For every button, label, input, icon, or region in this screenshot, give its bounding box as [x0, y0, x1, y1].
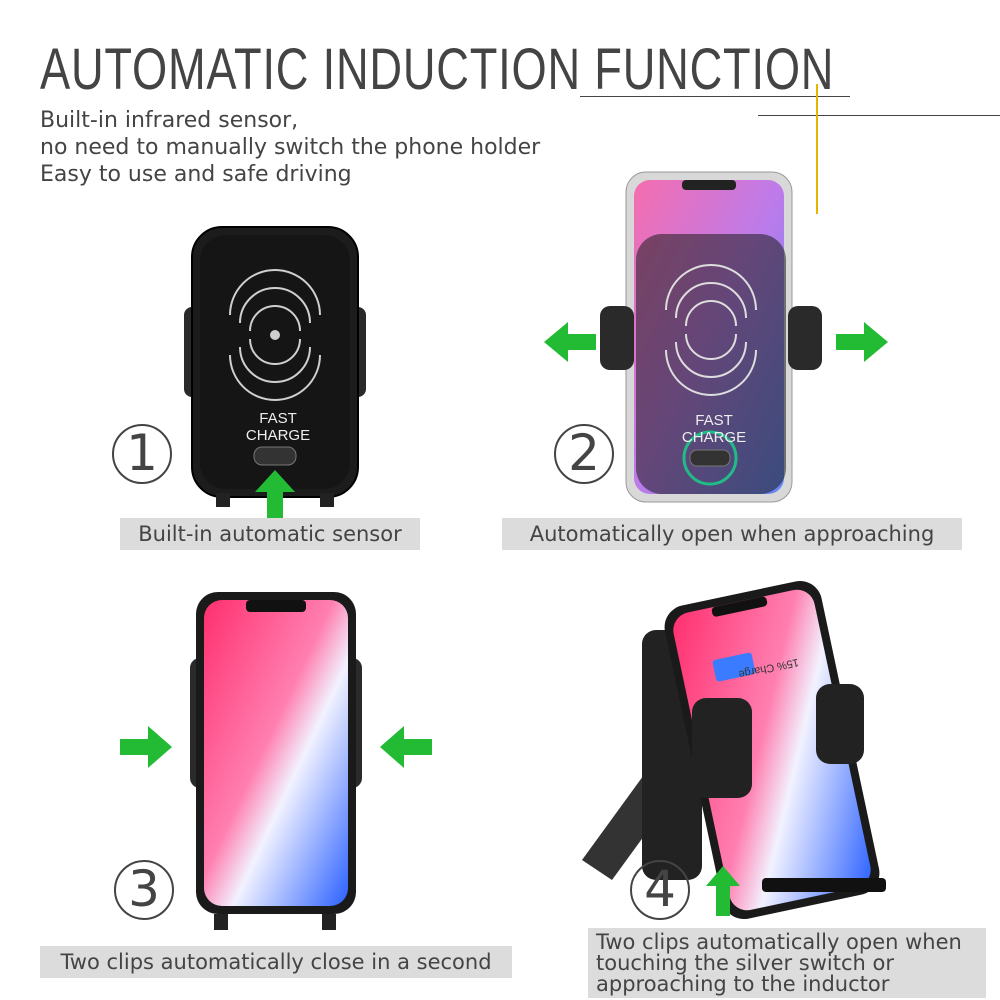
panel-1-up-arrow-icon — [255, 470, 295, 520]
step-2-badge: 2 — [554, 424, 614, 484]
step-4-badge: 4 — [630, 860, 690, 920]
right-clip-icon — [816, 684, 864, 764]
panel-1-device-label: FAST CHARGE — [245, 410, 311, 444]
panel-4-up-arrow-icon — [706, 866, 740, 916]
panel-2-left-arrow-icon — [544, 322, 596, 362]
panel-1-caption: Built-in automatic sensor — [120, 518, 420, 550]
panel-2-caption: Automatically open when approaching — [502, 518, 962, 550]
subtitle-line-1: Built-in infrared sensor, — [40, 108, 299, 133]
panel-1-device-illustration — [184, 226, 366, 507]
subtitle-line-3: Easy to use and safe driving — [40, 162, 352, 187]
panel-3-caption: Two clips automatically close in a secon… — [40, 946, 512, 978]
header-accent-line — [816, 84, 818, 214]
sensor-glow-icon — [682, 430, 738, 486]
panel-4-device-illustration — [582, 580, 886, 920]
sensor-icon — [689, 449, 731, 467]
panel-2-right-arrow-icon — [836, 322, 888, 362]
panel-4-caption-line-1: Two clips automatically open when — [596, 930, 962, 954]
sensor-icon — [253, 446, 297, 466]
header-rule-2 — [758, 115, 1000, 116]
left-clip-icon — [692, 698, 752, 798]
header-rule-1 — [580, 96, 850, 97]
panel-4-caption: Two clips automatically open when touchi… — [588, 928, 986, 998]
panel-4-caption-line-3: approaching to the inductor — [596, 972, 890, 996]
wireless-charge-icon — [665, 264, 757, 396]
battery-icon — [712, 652, 756, 682]
right-clip-icon — [788, 306, 822, 370]
panel-3-right-arrow-icon — [120, 726, 172, 768]
page-title: AUTOMATIC INDUCTION FUNCTION — [40, 37, 835, 102]
step-3-badge: 3 — [114, 860, 174, 920]
left-clip-icon — [600, 306, 634, 370]
wireless-charge-icon — [229, 269, 321, 401]
subtitle-line-2: no need to manually switch the phone hol… — [40, 135, 541, 160]
panel-2-device-illustration — [600, 171, 822, 503]
panel-4-caption-line-2: touching the silver switch or — [596, 951, 894, 975]
panel-3-device-illustration — [190, 592, 362, 930]
panel-2-device-label: FAST CHARGE — [681, 412, 747, 446]
step-1-badge: 1 — [112, 424, 172, 484]
panel-3-left-arrow-icon — [380, 726, 432, 768]
